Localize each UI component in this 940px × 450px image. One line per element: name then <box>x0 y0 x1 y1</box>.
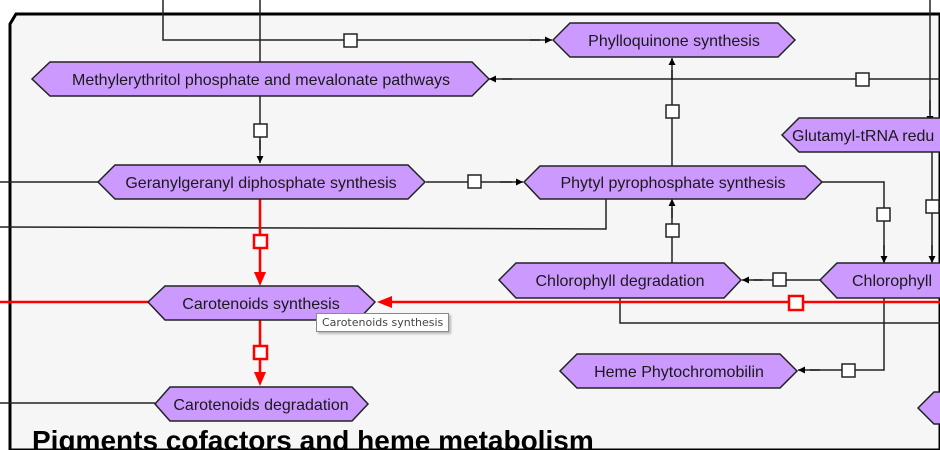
module-title: Pigments cofactors and heme metabolism <box>32 425 594 450</box>
node-chlorophyll[interactable]: Chlorophyll <box>818 262 940 299</box>
reaction-node[interactable] <box>855 72 870 87</box>
node-mep-pathways[interactable]: Methylerythritol phosphate and mevalonat… <box>30 61 491 97</box>
node-offscreen-partial[interactable] <box>916 391 940 425</box>
node-label: Glutamyl-tRNA redu <box>792 128 934 145</box>
node-label: Chlorophyll <box>852 273 932 290</box>
edge-arrowheads <box>256 36 936 374</box>
reaction-node[interactable] <box>876 207 891 222</box>
node-label: Carotenoids synthesis <box>182 296 339 313</box>
reaction-node[interactable] <box>787 294 805 312</box>
reaction-node[interactable] <box>841 363 856 378</box>
reaction-node[interactable] <box>665 104 680 119</box>
reaction-nodes <box>253 33 940 378</box>
reaction-node[interactable] <box>252 233 269 250</box>
node-glutamyl-trna-reductase[interactable]: Glutamyl-tRNA redu <box>780 117 940 153</box>
node-label: Geranylgeranyl diphosphate synthesis <box>125 175 396 192</box>
edge-phytyl-to-chlorophyll <box>822 181 885 262</box>
node-phytyl-pyrophosphate-synthesis[interactable]: Phytyl pyrophosphate synthesis <box>522 165 824 200</box>
highlighted-arrowheads <box>254 272 392 386</box>
node-chlorophyll-degradation[interactable]: Chlorophyll degradation <box>497 262 743 299</box>
edge-chlorophyll-to-heme <box>810 297 885 371</box>
node-carotenoids-degradation[interactable]: Carotenoids degradation <box>153 386 370 422</box>
edge-top-to-phylloquinone <box>162 0 540 41</box>
node-ggpp-synthesis[interactable]: Geranylgeranyl diphosphate synthesis <box>96 164 427 200</box>
node-label: Phytyl pyrophosphate synthesis <box>560 175 785 192</box>
node-label: Chlorophyll degradation <box>536 273 705 290</box>
reaction-node[interactable] <box>467 174 482 189</box>
node-label: Phylloquinone synthesis <box>588 33 760 50</box>
node-label: Carotenoids degradation <box>173 397 348 414</box>
node-heme-phytochromobilin[interactable]: Heme Phytochromobilin <box>558 353 799 389</box>
node-phylloquinone-synthesis[interactable]: Phylloquinone synthesis <box>551 22 797 58</box>
reaction-node[interactable] <box>253 123 268 138</box>
reaction-node[interactable] <box>252 344 269 361</box>
reaction-node[interactable] <box>772 272 787 287</box>
node-carotenoids-synthesis[interactable]: Carotenoids synthesis <box>146 285 377 321</box>
reaction-node[interactable] <box>343 33 358 48</box>
node-tooltip: Carotenoids synthesis <box>316 313 450 332</box>
edge-chldeg-loop <box>619 297 940 324</box>
highlighted-reaction-nodes <box>252 233 805 361</box>
module-panel <box>8 12 940 450</box>
node-label: Heme Phytochromobilin <box>594 364 764 381</box>
reaction-node[interactable] <box>925 199 940 214</box>
edge-phytyl-loop <box>0 198 607 230</box>
reaction-node[interactable] <box>665 223 680 238</box>
node-label: Methylerythritol phosphate and mevalonat… <box>72 72 450 89</box>
